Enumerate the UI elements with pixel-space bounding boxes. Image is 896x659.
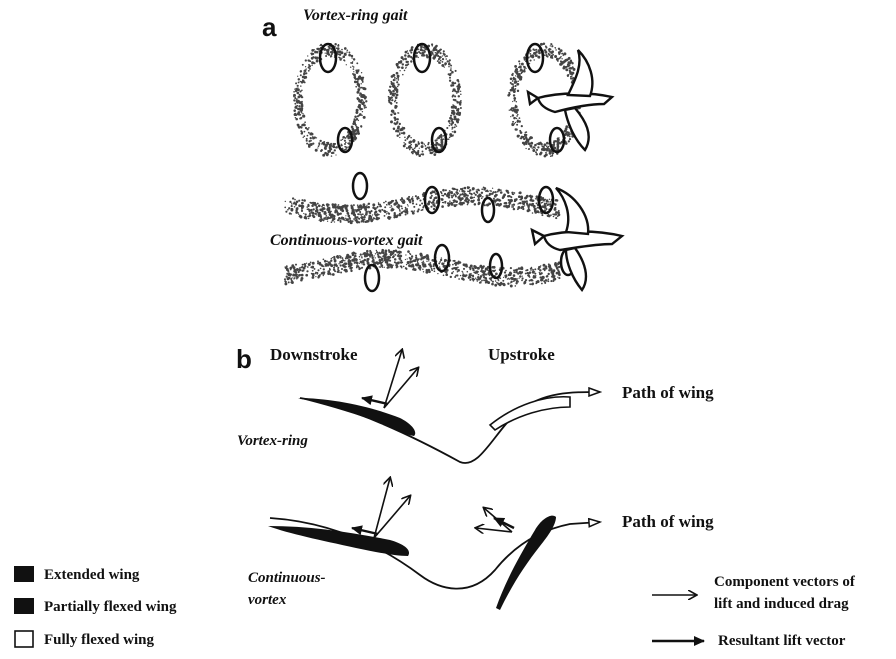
vortex-wake-stipple [284,43,582,288]
extended-wing-row2 [268,526,409,556]
panel-a-letter: a [262,12,277,42]
bird1-tail [528,92,538,104]
path-of-wing-label-1: Path of wing [622,383,714,402]
row-label-vortex-ring: Vortex-ring [237,433,308,449]
downstroke-label: Downstroke [270,345,358,364]
extended-wing-row1 [298,398,415,436]
path-of-wing-label-2: Path of wing [622,512,714,531]
force-vectors-row1 [362,350,418,408]
panel-b-letter: b [236,344,252,374]
bird2-tail [532,230,544,244]
bird2-lower-wing [566,248,586,290]
legend-swatch-partial [14,598,34,614]
force-vectors-row2 [352,478,514,538]
legend-component-label-2: lift and induced drag [714,596,849,612]
legend-swatch-fully [15,631,33,647]
bird2-upper-wing [556,188,588,234]
legend-partial-label: Partially flexed wing [44,599,177,615]
ring1-top-loop [320,44,336,72]
legend-swatch-extended [14,566,34,582]
legend-left: Extended wing Partially flexed wing Full… [14,566,177,648]
legend-resultant-label: Resultant lift vector [718,633,846,649]
upstroke-label: Upstroke [488,345,555,364]
partially-flexed-wing-row2 [496,516,556,610]
legend-right: Component vectors of lift and induced dr… [652,574,856,649]
row-label-continuous-1: Continuous- [248,570,326,586]
fully-flexed-wing-row1 [490,397,570,430]
ring2-bottom-loop [432,128,446,152]
legend-extended-label: Extended wing [44,567,140,583]
continuous-vortex-gait-label: Continuous-vortex gait [270,232,423,249]
legend-fully-label: Fully flexed wing [44,632,155,648]
vortex-ring-gait-label: Vortex-ring gait [303,7,408,24]
bird1-lower-wing [565,108,589,150]
row-label-continuous-2: vortex [248,592,287,608]
legend-component-label-1: Component vectors of [714,574,856,590]
